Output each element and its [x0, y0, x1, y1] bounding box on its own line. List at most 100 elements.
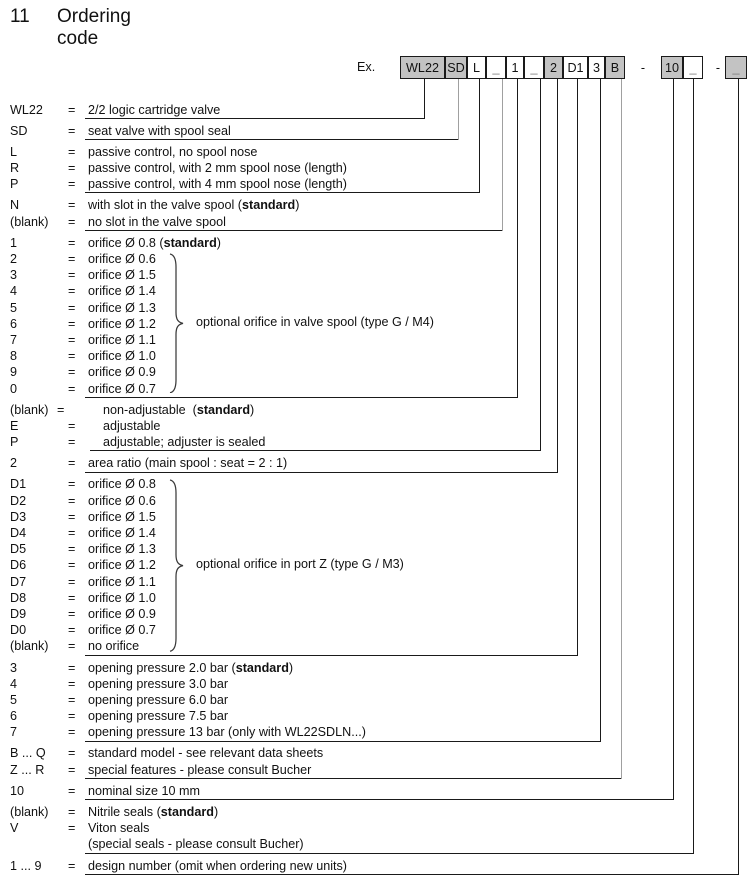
underline-connector — [85, 777, 622, 779]
legend-description: no slot in the valve spool — [88, 214, 226, 229]
legend-description: Viton seals — [88, 821, 150, 836]
legend-description: adjustable; adjuster is sealed — [103, 435, 266, 450]
legend-code: 5 — [10, 692, 18, 707]
legend-description: Nitrile seals (standard) — [88, 805, 219, 819]
legend-code: 8 — [10, 349, 18, 364]
legend-row: 7=opening pressure 13 bar (only with WL2… — [0, 724, 755, 740]
legend-row: D2=orifice Ø 0.6 — [0, 493, 755, 509]
legend-row: D1=orifice Ø 0.8 — [0, 476, 755, 492]
legend-row: D9=orifice Ø 0.9 — [0, 606, 755, 622]
code-box-wl22: WL22 — [400, 56, 445, 79]
code-box-l: L — [467, 56, 486, 79]
brace-icon — [169, 478, 184, 652]
vertical-connector — [557, 79, 558, 473]
legend-description: opening pressure 13 bar (only with WL22S… — [88, 725, 366, 740]
legend-group: WL22=2/2 logic cartridge valve — [0, 102, 755, 118]
legend-row: (blank)=non-adjustable (standard) — [0, 402, 755, 418]
brace-icon — [169, 253, 184, 394]
code-box-label: L — [472, 60, 480, 75]
legend-code: D4 — [10, 526, 27, 540]
legend-row: (special seals - please consult Bucher) — [0, 836, 755, 852]
legend-description: special features - please consult Bucher — [88, 762, 312, 777]
vertical-connector — [621, 79, 622, 779]
legend-row: E=adjustable — [0, 418, 755, 434]
legend-row: (blank)=no slot in the valve spool — [0, 214, 755, 230]
code-box-b: B — [605, 56, 625, 79]
legend-group: 10=nominal size 10 mm — [0, 783, 755, 799]
legend-description: design number (omit when ordering new un… — [88, 858, 348, 873]
equals-sign: = — [68, 639, 76, 654]
underline-connector — [85, 138, 459, 140]
equals-sign: = — [68, 762, 76, 777]
legend-description: orifice Ø 1.0 — [88, 590, 156, 605]
legend-row: 3=orifice Ø 1.5 — [0, 267, 755, 283]
equals-sign: = — [68, 456, 76, 471]
legend-description: orifice Ø 1.4 — [88, 284, 156, 299]
legend-code: (blank) — [10, 805, 49, 819]
legend-row: (blank)=no orifice — [0, 638, 755, 654]
equals-sign: = — [68, 381, 76, 396]
equals-sign: = — [68, 558, 76, 573]
legend-row: B ... Q=standard model - see relevant da… — [0, 745, 755, 761]
equals-sign: = — [68, 526, 76, 540]
legend-code: R — [10, 161, 20, 176]
legend-description: passive control, with 4 mm spool nose (l… — [88, 177, 347, 192]
legend-group: SD=seat valve with spool seal — [0, 123, 755, 139]
legend-code: 9 — [10, 365, 18, 380]
vertical-connector — [673, 79, 674, 800]
legend-row: D3=orifice Ø 1.5 — [0, 509, 755, 525]
legend-description: with slot in the valve spool (standard) — [88, 198, 300, 213]
underline-connector — [85, 654, 578, 656]
legend-description: orifice Ø 1.5 — [88, 268, 156, 283]
equals-sign: = — [68, 144, 76, 159]
legend-code: 4 — [10, 284, 18, 299]
brace-label: optional orifice in valve spool (type G … — [196, 315, 434, 330]
underline-connector — [85, 471, 558, 473]
legend-row: (blank) = Nitrile seals (standard) — [0, 804, 755, 820]
legend-row: 6=orifice Ø 1.2 — [0, 316, 755, 332]
equals-sign: = — [68, 574, 76, 589]
code-box-d1: D1 — [563, 56, 588, 79]
legend-group: (blank)=Nitrile seals (standard)V=Viton … — [0, 804, 755, 853]
legend-row: D5=orifice Ø 1.3 — [0, 541, 755, 557]
equals-sign: = — [68, 676, 76, 691]
legend-description: opening pressure 3.0 bar — [88, 676, 229, 691]
legend-code: P — [10, 435, 19, 450]
equals-sign: = — [68, 805, 76, 819]
legend-description: nominal size 10 mm — [88, 783, 200, 798]
equals-sign: = — [68, 606, 76, 621]
legend-group: 1 ... 9=design number (omit when orderin… — [0, 858, 755, 874]
legend-code: D7 — [10, 574, 27, 589]
legend-row: N=with slot in the valve spool (standard… — [0, 197, 755, 213]
code-box-label: _ — [732, 60, 740, 75]
legend-code: D1 — [10, 477, 27, 492]
code-box-1: 1 — [506, 56, 524, 79]
legend-code: (blank) — [10, 639, 49, 654]
vertical-connector — [577, 79, 578, 656]
equals-sign: = — [68, 284, 76, 299]
underline-connector — [85, 117, 425, 119]
equals-sign: = — [68, 725, 76, 740]
legend-row: 1=orifice Ø 0.8 (standard) — [0, 235, 755, 251]
vertical-connector — [424, 79, 425, 119]
equals-sign: = — [68, 509, 76, 524]
equals-sign: = — [68, 746, 76, 761]
legend-code: D9 — [10, 606, 27, 621]
code-box-label: WL22 — [406, 60, 439, 75]
legend-code: 1 ... 9 — [10, 858, 42, 873]
legend-description: orifice Ø 1.4 — [88, 526, 156, 540]
legend-code: 6 — [10, 316, 18, 331]
legend-description: orifice Ø 0.8 — [88, 477, 156, 492]
legend-code: 2 — [10, 252, 18, 266]
legend-row: D6=orifice Ø 1.2 — [0, 557, 755, 573]
legend-row: P=passive control, with 4 mm spool nose … — [0, 176, 755, 192]
legend-row: 0=orifice Ø 0.7 — [0, 381, 755, 397]
vertical-connector — [517, 79, 518, 398]
legend-row: 8=orifice Ø 1.0 — [0, 348, 755, 364]
underline-connector — [85, 192, 480, 194]
legend-row: D7=orifice Ø 1.1 — [0, 574, 755, 590]
legend-code: Z ... R — [10, 762, 45, 777]
